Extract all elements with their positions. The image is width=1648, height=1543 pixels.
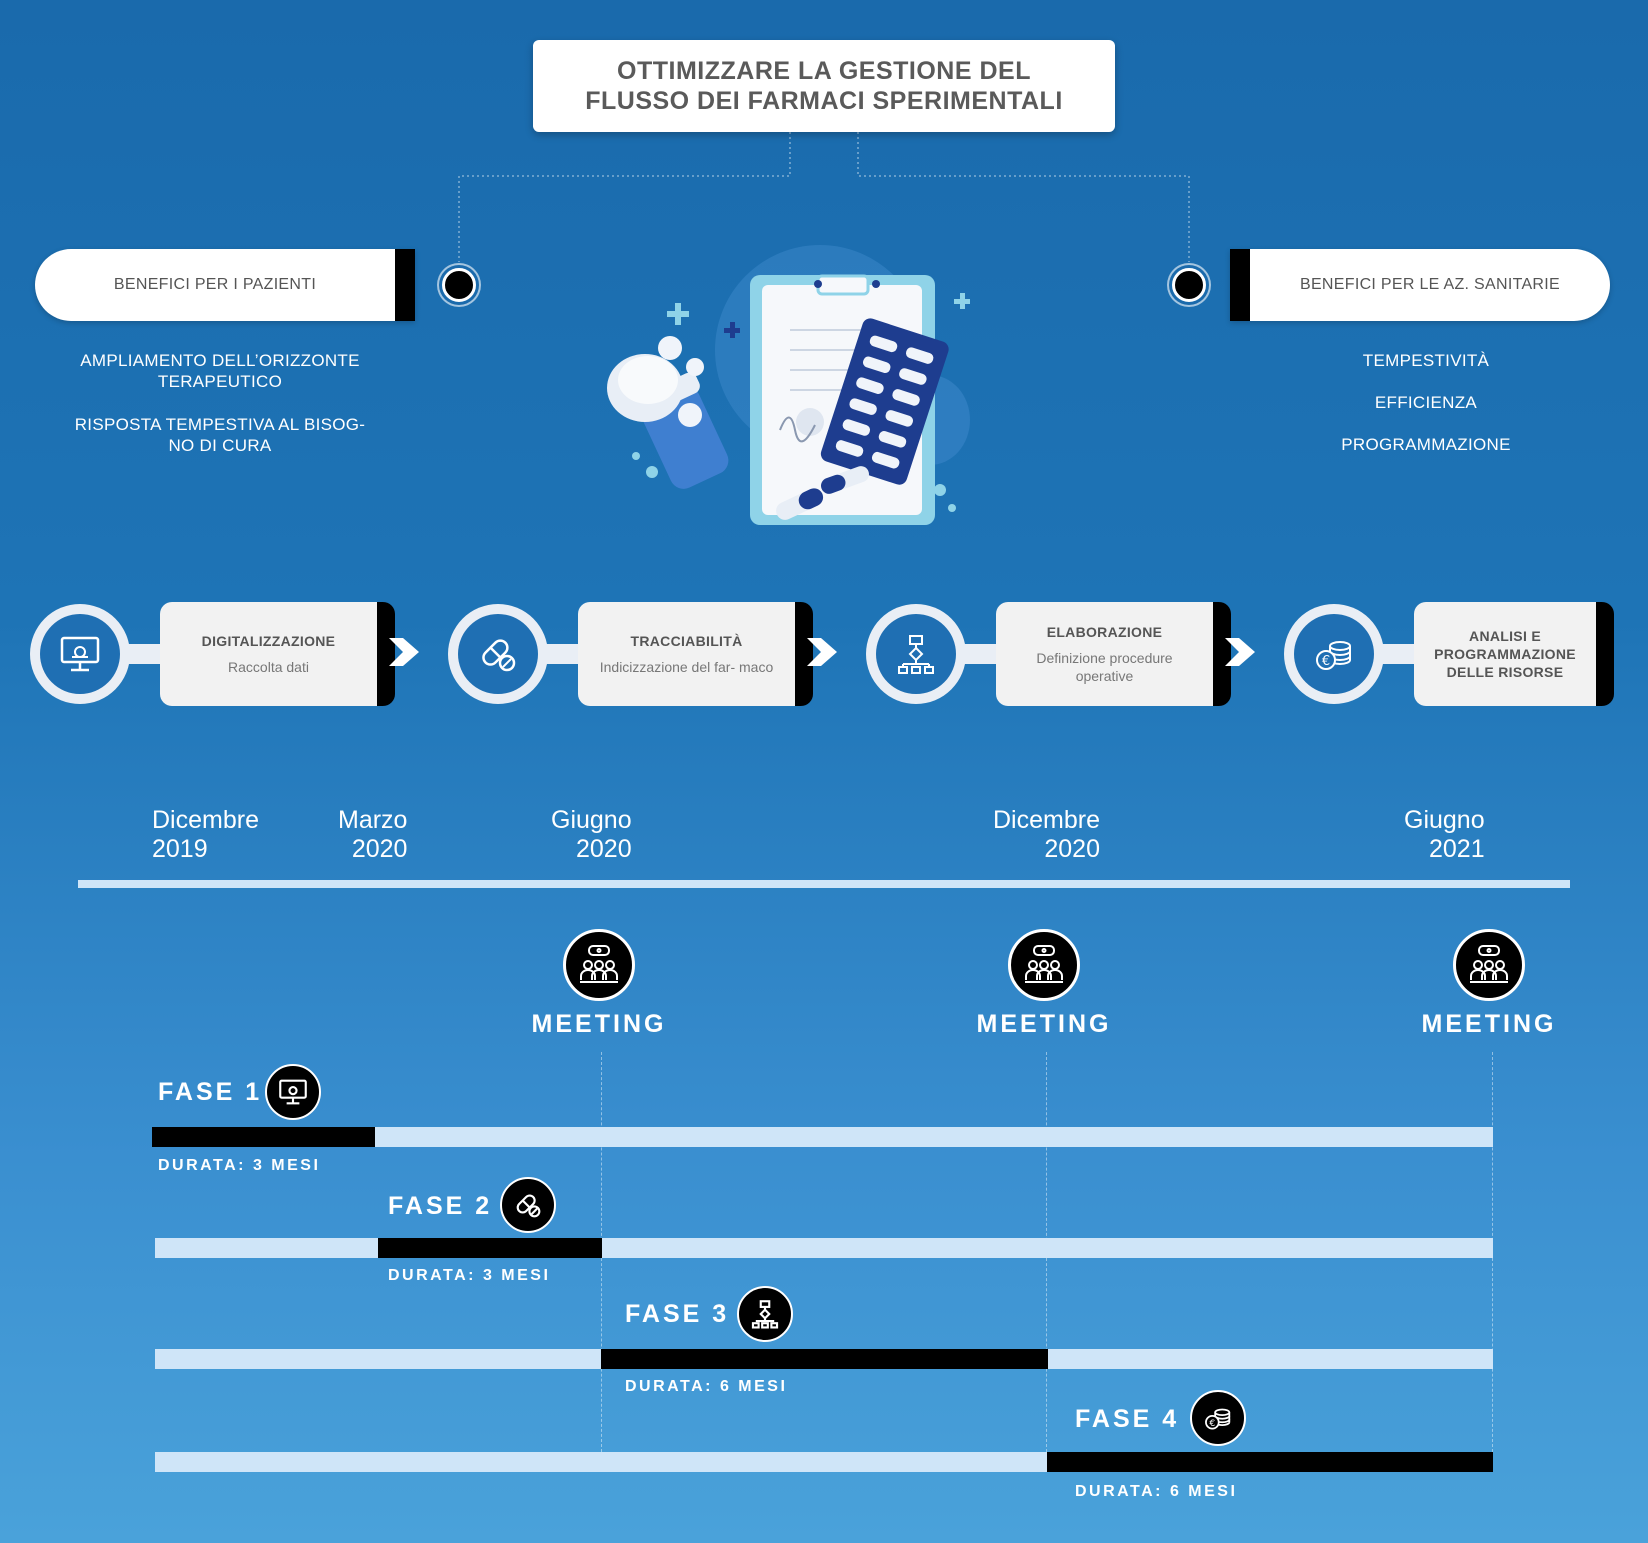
step-1-icon-circle bbox=[30, 604, 130, 704]
phase-2-bar bbox=[378, 1238, 602, 1258]
step-2-icon-circle bbox=[448, 604, 548, 704]
meeting-label-2: MEETING bbox=[976, 1010, 1112, 1038]
phase-3-duration: DURATA: 6 MESI bbox=[625, 1378, 788, 1395]
meeting-icon bbox=[1008, 929, 1080, 1001]
process-steps: DIGITALIZZAZIONE Raccolta dati TRACCIA bbox=[30, 600, 1630, 720]
coins-euro-icon: € bbox=[1190, 1390, 1246, 1446]
step-2-title: TRACCIABILITÀ bbox=[630, 633, 743, 649]
phase-1-bar bbox=[152, 1127, 375, 1147]
step-2-box: TRACCIABILITÀ Indicizzazione del far- ma… bbox=[578, 602, 813, 706]
pill-icon bbox=[500, 1177, 556, 1233]
phase-4-duration: DURATA: 6 MESI bbox=[1075, 1483, 1238, 1500]
hospital-benefit-3: PROGRAMMAZIONE bbox=[1341, 435, 1511, 454]
chevron-right-icon bbox=[389, 638, 419, 666]
patient-benefit-2: RISPOSTA TEMPESTIVA AL BISOG- NO DI CURA bbox=[74, 415, 366, 455]
svg-text:€: € bbox=[1322, 654, 1330, 669]
meeting-label-1: MEETING bbox=[531, 1010, 667, 1038]
flowchart-icon bbox=[737, 1286, 793, 1342]
phase-2-duration: DURATA: 3 MESI bbox=[388, 1267, 551, 1284]
step-4-icon-circle: € bbox=[1284, 604, 1384, 704]
left-connector-dot bbox=[442, 268, 476, 302]
patients-benefits-pill: BENEFICI PER I PAZIENTI bbox=[35, 249, 415, 321]
step-1-subtitle: Raccolta dati bbox=[228, 659, 309, 675]
meeting-label-3: MEETING bbox=[1421, 1010, 1557, 1038]
phase-2-track bbox=[155, 1238, 1493, 1258]
title-line-1: OTTIMIZZARE LA GESTIONE DEL bbox=[617, 57, 1031, 85]
timeline-axis bbox=[78, 880, 1570, 888]
step-3-title: ELABORAZIONE bbox=[1046, 624, 1163, 640]
step-3-subtitle: Definizione procedure operative bbox=[1036, 650, 1173, 684]
date-jun-2021: Giugno 2021 bbox=[1404, 806, 1485, 863]
phase-1-label: FASE 1 bbox=[158, 1078, 263, 1106]
meeting-icon bbox=[1453, 929, 1525, 1001]
phase-2-label: FASE 2 bbox=[388, 1192, 493, 1220]
phase-1-duration: DURATA: 3 MESI bbox=[158, 1157, 321, 1174]
flowchart-icon bbox=[898, 635, 934, 674]
step-3-box: ELABORAZIONE Definizione procedure opera… bbox=[996, 602, 1231, 706]
pill-icon bbox=[482, 639, 516, 672]
step-3-icon-circle bbox=[866, 604, 966, 704]
meeting-icon bbox=[563, 929, 635, 1001]
hospitals-benefits-pill: BENEFICI PER LE AZ. SANITARIE bbox=[1230, 249, 1610, 321]
step-1-box: DIGITALIZZAZIONE Raccolta dati bbox=[160, 602, 395, 706]
page-title: OTTIMIZZARE LA GESTIONE DEL FLUSSO DEI F… bbox=[533, 40, 1115, 132]
clipboard-medicine-illustration bbox=[607, 245, 970, 525]
title-line-2: FLUSSO DEI FARMACI SPERIMENTALI bbox=[585, 87, 1063, 115]
step-2-subtitle: Indicizzazione del far- maco bbox=[599, 659, 774, 675]
date-dec-2020: Dicembre 2020 bbox=[993, 806, 1100, 863]
right-connector-dot bbox=[1172, 268, 1206, 302]
phase-1-track bbox=[152, 1127, 1493, 1147]
patients-benefits-label: BENEFICI PER I PAZIENTI bbox=[113, 276, 317, 293]
hospital-benefit-1: TEMPESTIVITÀ bbox=[1362, 351, 1490, 370]
phase-3-bar bbox=[601, 1349, 1048, 1369]
monitor-gear-icon bbox=[60, 636, 100, 672]
connector-lines bbox=[458, 132, 1190, 262]
chevron-right-icon bbox=[807, 638, 837, 666]
coins-euro-icon: € bbox=[1316, 641, 1351, 670]
phase-4-bar bbox=[1047, 1452, 1493, 1472]
phase-4-label: FASE 4 bbox=[1075, 1405, 1180, 1433]
chevron-right-icon bbox=[1225, 638, 1255, 666]
date-jun-2020: Giugno 2020 bbox=[551, 806, 632, 863]
patient-benefit-1: AMPLIAMENTO DELL’ORIZZONTE TERAPEUTICO bbox=[80, 351, 360, 391]
step-4-box: ANALISI E PROGRAMMAZIONE DELLE RISORSE bbox=[1414, 602, 1614, 706]
date-mar-2020: Marzo 2020 bbox=[338, 806, 408, 863]
phase-3-label: FASE 3 bbox=[625, 1300, 730, 1328]
hospital-benefit-2: EFFICIENZA bbox=[1374, 393, 1478, 412]
date-dec-2019: Dicembre 2019 bbox=[152, 806, 259, 863]
step-4-title: ANALISI E PROGRAMMAZIONE DELLE RISORSE bbox=[1434, 628, 1576, 680]
hospitals-benefits-label: BENEFICI PER LE AZ. SANITARIE bbox=[1299, 276, 1561, 293]
svg-text:€: € bbox=[1209, 1418, 1215, 1429]
monitor-gear-icon bbox=[265, 1064, 321, 1120]
step-1-title: DIGITALIZZAZIONE bbox=[201, 633, 336, 649]
